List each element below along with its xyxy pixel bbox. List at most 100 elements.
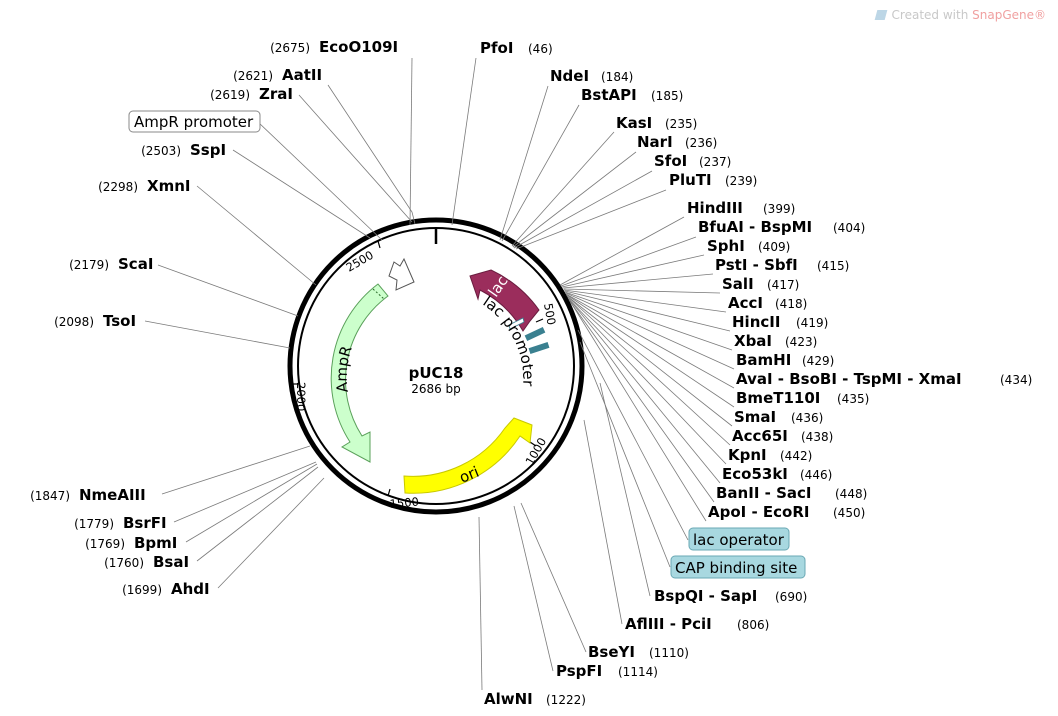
leader-bseyi (520, 502, 587, 653)
backbone (287, 217, 585, 515)
site-avai-group[interactable]: AvaI - BsoBI - TspMI - XmaI(434) (736, 370, 1032, 388)
leader-bfuai (560, 236, 697, 287)
leader-bsrfi (173, 461, 317, 523)
site-bspqi-sapi[interactable]: BspQI - SapI(690) (654, 587, 807, 605)
ori-arrow[interactable] (403, 417, 533, 494)
ampr-label: AmpR (333, 344, 356, 394)
site-sphi[interactable]: SphI(409) (707, 237, 790, 255)
site-sfoi[interactable]: SfoI(237) (654, 152, 731, 170)
site-pspfi[interactable]: PspFI(1114) (556, 662, 658, 680)
site-name: SalI (722, 275, 754, 293)
site-name: Acc65I (732, 427, 788, 445)
cap-binding-site-block[interactable] (528, 342, 550, 354)
leader-aatii (327, 84, 416, 225)
site-bfuai-bspmi[interactable]: BfuAI - BspMI(404) (698, 218, 865, 236)
site-ndei[interactable]: NdeI (184) (550, 67, 633, 85)
leader-ampr-promoter (257, 121, 383, 241)
site-pos: (1769) (85, 537, 125, 551)
site-name: NarI (637, 133, 673, 151)
tick-label-2000: 2000 (294, 382, 308, 411)
ampr-promoter-box[interactable]: AmpR promoter (128, 110, 261, 133)
cap-binding-site-box[interactable]: CAP binding site (670, 555, 806, 579)
site-apoi-ecori[interactable]: ApoI - EcoRI(450) (708, 503, 865, 521)
site-bstapi[interactable]: BstAPI(185) (581, 86, 683, 104)
site-name: SfoI (654, 152, 687, 170)
site-pos: (184) (601, 70, 633, 84)
site-name: BseYI (588, 643, 635, 661)
site-scai[interactable]: (2179)ScaI (69, 255, 153, 273)
site-name: NdeI (550, 67, 589, 85)
leader-nari (512, 151, 637, 248)
ampr-promoter-box-bg (128, 110, 261, 133)
ampr-promoter-arrow[interactable] (388, 257, 415, 291)
lac-operator-box[interactable]: lac operator (688, 527, 790, 551)
site-bamhi[interactable]: BamHI (429) (736, 351, 834, 369)
site-pluti[interactable]: PluTI(239) (669, 171, 757, 189)
leader-acci (563, 289, 727, 313)
site-kasi[interactable]: KasI(235) (616, 114, 697, 132)
site-acc65i[interactable]: Acc65I(438) (732, 427, 833, 445)
site-bseyi[interactable]: BseYI (1110) (588, 643, 689, 661)
site-xmni[interactable]: (2298)XmnI (98, 177, 190, 195)
leader-bstapi (501, 104, 580, 242)
site-eco53ki[interactable]: Eco53kI(446) (722, 465, 832, 483)
site-nari[interactable]: NarI(236) (637, 133, 717, 151)
ampr-arrow[interactable] (330, 283, 389, 463)
site-name: BamHI (736, 351, 791, 369)
site-name: BfuAI - BspMI (698, 218, 812, 236)
site-pos: (423) (785, 335, 817, 349)
leader-xmni (196, 185, 317, 286)
site-ecoo109i[interactable]: (2675)EcoO109I (270, 38, 398, 56)
site-xbai[interactable]: XbaI(423) (734, 332, 817, 350)
site-pos: (429) (802, 354, 834, 368)
leader-acc65i (567, 296, 731, 446)
site-hindiii[interactable]: HindIII(399) (687, 199, 795, 217)
site-sali[interactable]: SalI(417) (722, 275, 799, 293)
site-bsai[interactable]: (1760)BsaI (104, 553, 189, 571)
leader-kpni (567, 297, 727, 465)
site-psti-sbfi[interactable]: PstI - SbfI(415) (715, 256, 849, 274)
lac-promoter-mark[interactable] (508, 317, 525, 330)
site-name: KasI (616, 114, 652, 132)
tick-1000 (529, 441, 537, 447)
site-afliii-pcii[interactable]: AflIII - PciI(806) (625, 615, 769, 633)
lac-operator-block[interactable] (524, 327, 546, 341)
site-name: PluTI (669, 171, 712, 189)
site-name: BsrFI (123, 514, 167, 532)
site-pos: (448) (835, 487, 867, 501)
site-pos: (1847) (30, 489, 70, 503)
features: lacZα ori AmpR lac promoter (330, 256, 550, 494)
leader-bamhi (565, 292, 735, 370)
site-hincii[interactable]: HincII(419) (732, 313, 828, 331)
site-name: SphI (707, 237, 745, 255)
site-alwni[interactable]: AlwNI(1222) (484, 690, 586, 708)
leader-pfoi (451, 57, 477, 226)
site-pos: (418) (775, 297, 807, 311)
site-smai[interactable]: SmaI(436) (734, 408, 823, 426)
site-name: NmeAIII (79, 486, 146, 504)
lacz-alpha-arrow[interactable] (469, 269, 540, 332)
cap-binding-site-label: CAP binding site (675, 559, 797, 577)
leader-pluti (515, 189, 667, 250)
site-bsrfi[interactable]: (1779)BsrFI (74, 514, 167, 532)
leader-sfoi (513, 170, 653, 249)
site-ahdi[interactable]: (1699)AhdI (122, 580, 210, 598)
leader-tsoi (144, 320, 291, 349)
site-zrai[interactable]: (2619)ZraI (210, 85, 293, 103)
tick-label-1500: 1500 (389, 494, 419, 510)
site-aatii[interactable]: (2621)AatII (233, 66, 322, 84)
site-sspi[interactable]: (2503)SspI (141, 141, 226, 159)
site-kpni[interactable]: KpnI(442) (728, 446, 812, 464)
site-nmeaiii[interactable]: (1847) NmeAIII (30, 486, 146, 504)
site-bpmi[interactable]: (1769) BpmI (85, 534, 177, 552)
site-pfoi[interactable]: PfoI(46) (480, 39, 553, 57)
site-tsoi[interactable]: (2098)TsoI (54, 312, 136, 330)
site-name: BpmI (134, 534, 177, 552)
lac-operator-box-bg (688, 527, 790, 551)
site-pos: (1110) (649, 646, 689, 660)
leader-cap-binding-site (579, 341, 671, 568)
site-banii-saci[interactable]: BanII - SacI(448) (716, 484, 867, 502)
site-bmet110i[interactable]: BmeT110I(435) (736, 389, 869, 407)
site-acci[interactable]: AccI(418) (728, 294, 807, 312)
site-name: KpnI (728, 446, 767, 464)
